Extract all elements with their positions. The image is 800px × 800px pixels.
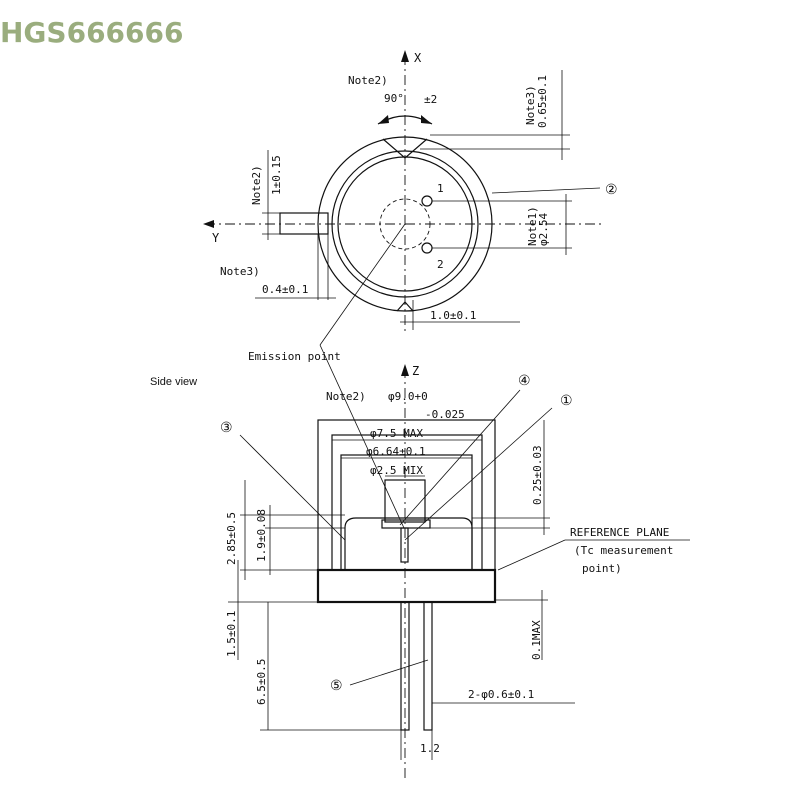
left-tab: [279, 212, 329, 235]
angle-tolerance: ±2: [424, 93, 437, 106]
top-view: X Y Note2) 90° ±2 0.65±0.1 Note3) Note3)…: [203, 50, 618, 363]
note3-top-label-visible: Note3): [524, 85, 537, 125]
leader-line: [497, 539, 566, 571]
callout-5: ⑤: [330, 678, 343, 694]
z-axis-arrow: [401, 364, 409, 376]
lens-frame: [384, 479, 426, 523]
tc-line-1: (Tc measurement: [574, 544, 673, 557]
note3-top-dim: 0.65±0.1: [536, 75, 549, 128]
callout-2: ②: [605, 182, 618, 198]
dim-65: 6.5±0.5: [255, 659, 268, 705]
note3-bottom-label: Note3): [220, 265, 260, 278]
note2-side-label: Note2): [326, 390, 366, 403]
tc-line-2: point): [582, 562, 622, 575]
bottom-dim: 1.0±0.1: [430, 309, 476, 322]
pin-2: [421, 242, 433, 254]
dim-pins: 2-φ0.6±0.1: [468, 688, 534, 701]
z-axis-label: Z: [412, 364, 419, 378]
leader-line: [399, 389, 521, 526]
x-axis-arrow: [401, 50, 409, 62]
note2-left-dim: 1±0.15: [270, 155, 283, 195]
callout-3: ③: [220, 420, 233, 436]
dim-19: 1.9±0.08: [255, 509, 268, 562]
dia-window: φ6.64±0.1: [366, 445, 426, 458]
dim-12: 1.2: [420, 742, 440, 755]
note2-angle-label: Note2): [348, 74, 388, 87]
callout-1: ①: [560, 393, 573, 409]
leader-line: [404, 407, 553, 541]
dia-cap: φ7.5 MAX: [370, 427, 423, 440]
dim-025: 0.25±0.03: [531, 445, 544, 505]
inner-cap-circle: [331, 150, 479, 298]
leader-line: [349, 659, 429, 686]
window-circle: [379, 198, 431, 250]
leader-line: [491, 187, 601, 194]
dia-outer-tol: -0.025: [425, 408, 465, 421]
pin-1-label: 1: [437, 182, 444, 195]
y-axis-arrow: [203, 220, 214, 228]
dim-285: 2.85±0.5: [225, 512, 238, 565]
leader-line: [239, 434, 346, 541]
pin-right: [423, 601, 433, 731]
note1-dim: φ2.54: [537, 213, 550, 246]
angle-value: 90°: [384, 92, 404, 105]
leader-line: [319, 344, 405, 529]
side-view-title: Side view: [150, 376, 197, 388]
dia-outer: φ9.0+0: [388, 390, 428, 403]
dia-lens: φ2.5 MIX: [370, 464, 423, 477]
side-view: Side view Z ④ ① ③ ⑤ Note2) φ9.0+0 -0.025: [150, 344, 690, 780]
laser-chip: [400, 527, 409, 563]
dim-01: 0.1MAX: [530, 620, 543, 660]
note3-bottom-dim: 0.4±0.1: [262, 283, 308, 296]
angle-arrow-right: [421, 115, 432, 124]
angle-arrow-left: [378, 115, 389, 124]
outer-flange-circle: [317, 136, 493, 312]
emission-point-label: Emission point: [248, 350, 341, 363]
cap-edge-circle: [337, 156, 473, 292]
bottom-notch: [396, 301, 414, 312]
watermark: HGS666666: [0, 16, 183, 49]
flange: [316, 568, 497, 604]
x-axis-label: X: [414, 51, 422, 65]
pin-1: [421, 195, 433, 207]
reference-plane: REFERENCE PLANE: [570, 526, 669, 539]
y-axis-label: Y: [212, 231, 220, 245]
can-body: [344, 517, 473, 570]
pin-2-label: 2: [437, 258, 444, 271]
dim-15: 1.5±0.1: [225, 611, 238, 657]
note2-left-label: Note2): [250, 165, 263, 205]
top-v-notch: [382, 138, 428, 159]
callout-4: ④: [518, 373, 531, 389]
leader-line: [319, 223, 406, 346]
note1-label: Note1): [526, 206, 539, 246]
